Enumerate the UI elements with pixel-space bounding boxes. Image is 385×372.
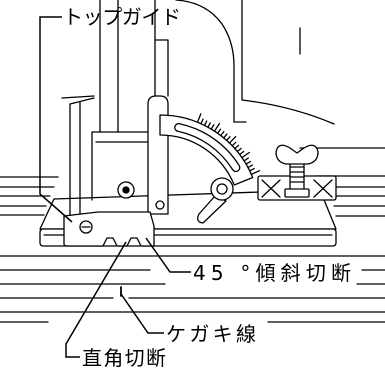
scale-tick — [249, 167, 255, 172]
upper-blade-guard — [175, 0, 235, 123]
leader-top-guide — [39, 16, 73, 223]
wing-knob-icon — [275, 144, 319, 165]
scale-tick — [207, 122, 211, 128]
protractor-scale — [196, 113, 261, 175]
scale-tick — [220, 130, 225, 137]
scale-tick — [250, 170, 261, 175]
front-bracket — [257, 144, 337, 201]
lower-blade-guard — [61, 95, 95, 219]
board-surface-lines-right — [299, 147, 385, 217]
scale-tick — [213, 122, 221, 132]
label-bevel-45-cut: 45 °傾斜切断 — [193, 261, 351, 285]
label-right-angle-cut: 直角切断 — [82, 346, 166, 370]
knob-nut — [284, 188, 310, 198]
board-face-lines — [0, 255, 385, 323]
handle-arm — [99, 0, 119, 133]
scale-tick — [226, 136, 231, 142]
scale-tick — [216, 128, 222, 134]
lever-wing — [197, 195, 227, 224]
leader-bevel-45-cut — [145, 237, 191, 273]
protractor-slot-inner — [175, 124, 240, 171]
scale-tick — [231, 141, 237, 147]
scale-tick — [245, 160, 252, 165]
board-surface-lines-left — [0, 176, 59, 216]
knob-thread — [289, 166, 305, 183]
motor-housing-lines — [233, 0, 335, 125]
lower-housing — [91, 131, 153, 201]
leader-scribe-line — [120, 293, 164, 334]
scale-tick — [228, 135, 237, 144]
housing-screw-center — [122, 186, 130, 194]
bevel-lock-lever — [197, 177, 234, 224]
scale-tick — [196, 113, 202, 123]
scale-tick — [200, 118, 204, 125]
saw-body — [61, 0, 335, 219]
scale-tick — [247, 164, 254, 169]
scale-tick — [223, 133, 228, 139]
scale-tick — [239, 150, 245, 156]
scale-tick — [234, 144, 240, 150]
scale-tick — [241, 151, 250, 159]
top-guide — [63, 181, 155, 247]
bevel-protractor — [147, 95, 261, 215]
protractor-post — [147, 95, 169, 215]
scale-tick — [210, 124, 215, 130]
lever-hub-center — [216, 183, 228, 195]
scale-tick — [203, 120, 208, 127]
workpiece-board — [0, 147, 385, 323]
pivot-screw — [155, 200, 165, 210]
leader-right-angle-cut — [65, 241, 127, 358]
label-top-guide: トップガイド — [63, 5, 181, 29]
scale-tick — [243, 157, 249, 162]
lever-hub — [210, 177, 234, 201]
bracket-ribs — [261, 179, 333, 198]
leader-lines — [39, 16, 191, 358]
scale-tick — [236, 147, 242, 153]
center-body — [154, 0, 169, 97]
